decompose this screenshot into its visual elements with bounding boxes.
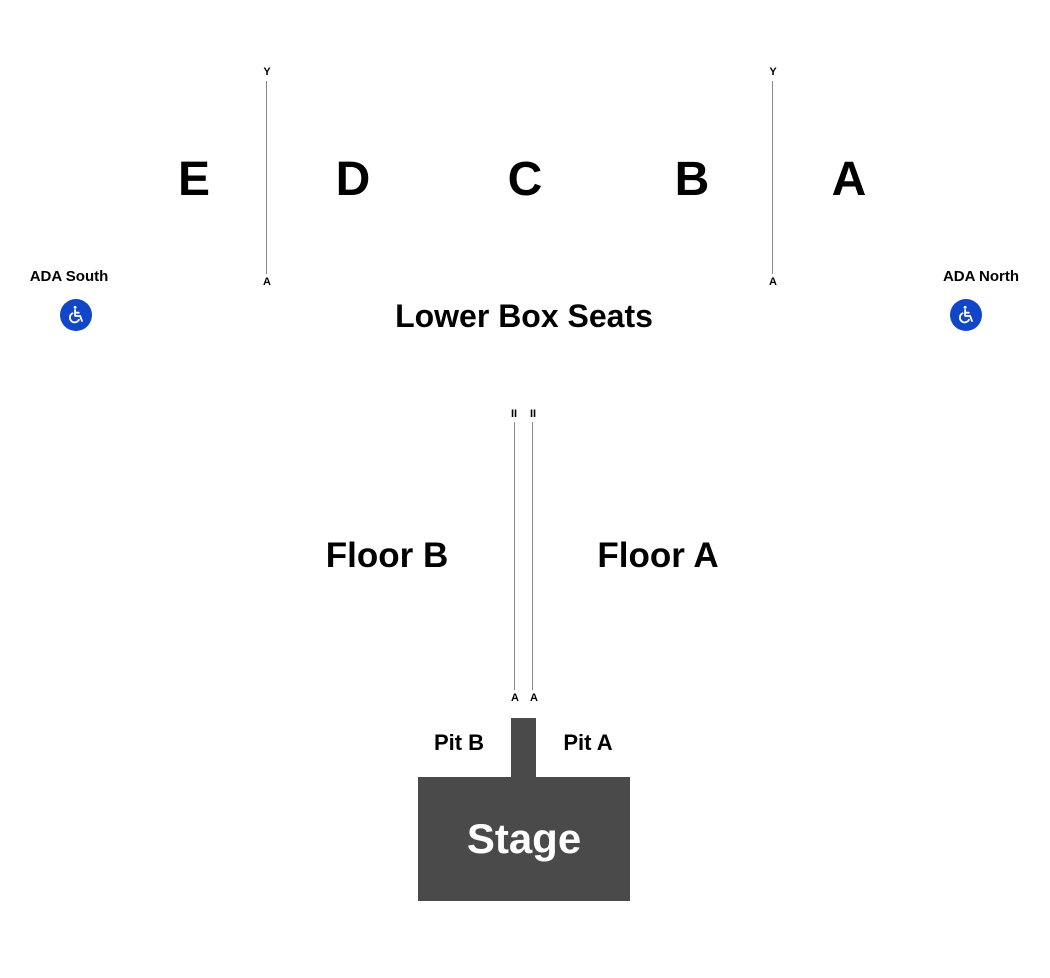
floor-row-label-bottom-right: A [530,692,538,704]
floor-row-label-top-right: II [529,408,537,420]
row-label-a-right: A [769,276,777,288]
stage-label: Stage [466,815,582,862]
floor-row-label-top-left: II [510,408,518,420]
lower-box-seats-label[interactable]: Lower Box Seats [395,298,653,334]
row-label-y-left: Y [263,66,271,78]
wheelchair-icon[interactable] [950,299,982,331]
section-c[interactable]: C [507,153,543,206]
row-divider-right [772,81,773,274]
section-a[interactable]: A [831,153,867,206]
section-d[interactable]: D [335,153,371,206]
floor-b-section[interactable]: Floor B [325,536,449,575]
pit-b-section[interactable]: Pit B [433,730,485,755]
ada-south-label: ADA South [29,268,109,285]
row-divider-left [266,81,267,274]
floor-a-section[interactable]: Floor A [597,536,719,575]
section-e[interactable]: E [177,153,211,206]
floor-row-label-bottom-left: A [511,692,519,704]
row-label-y-right: Y [769,66,777,78]
stage-runway [511,718,536,780]
pit-a-section[interactable]: Pit A [563,730,613,755]
wheelchair-icon[interactable] [60,299,92,331]
floor-aisle-line-right [532,422,533,690]
ada-north-label: ADA North [942,268,1020,285]
stage: Stage [418,777,630,901]
section-b[interactable]: B [674,153,710,206]
floor-aisle-line-left [514,422,515,690]
row-label-a-left: A [263,276,271,288]
